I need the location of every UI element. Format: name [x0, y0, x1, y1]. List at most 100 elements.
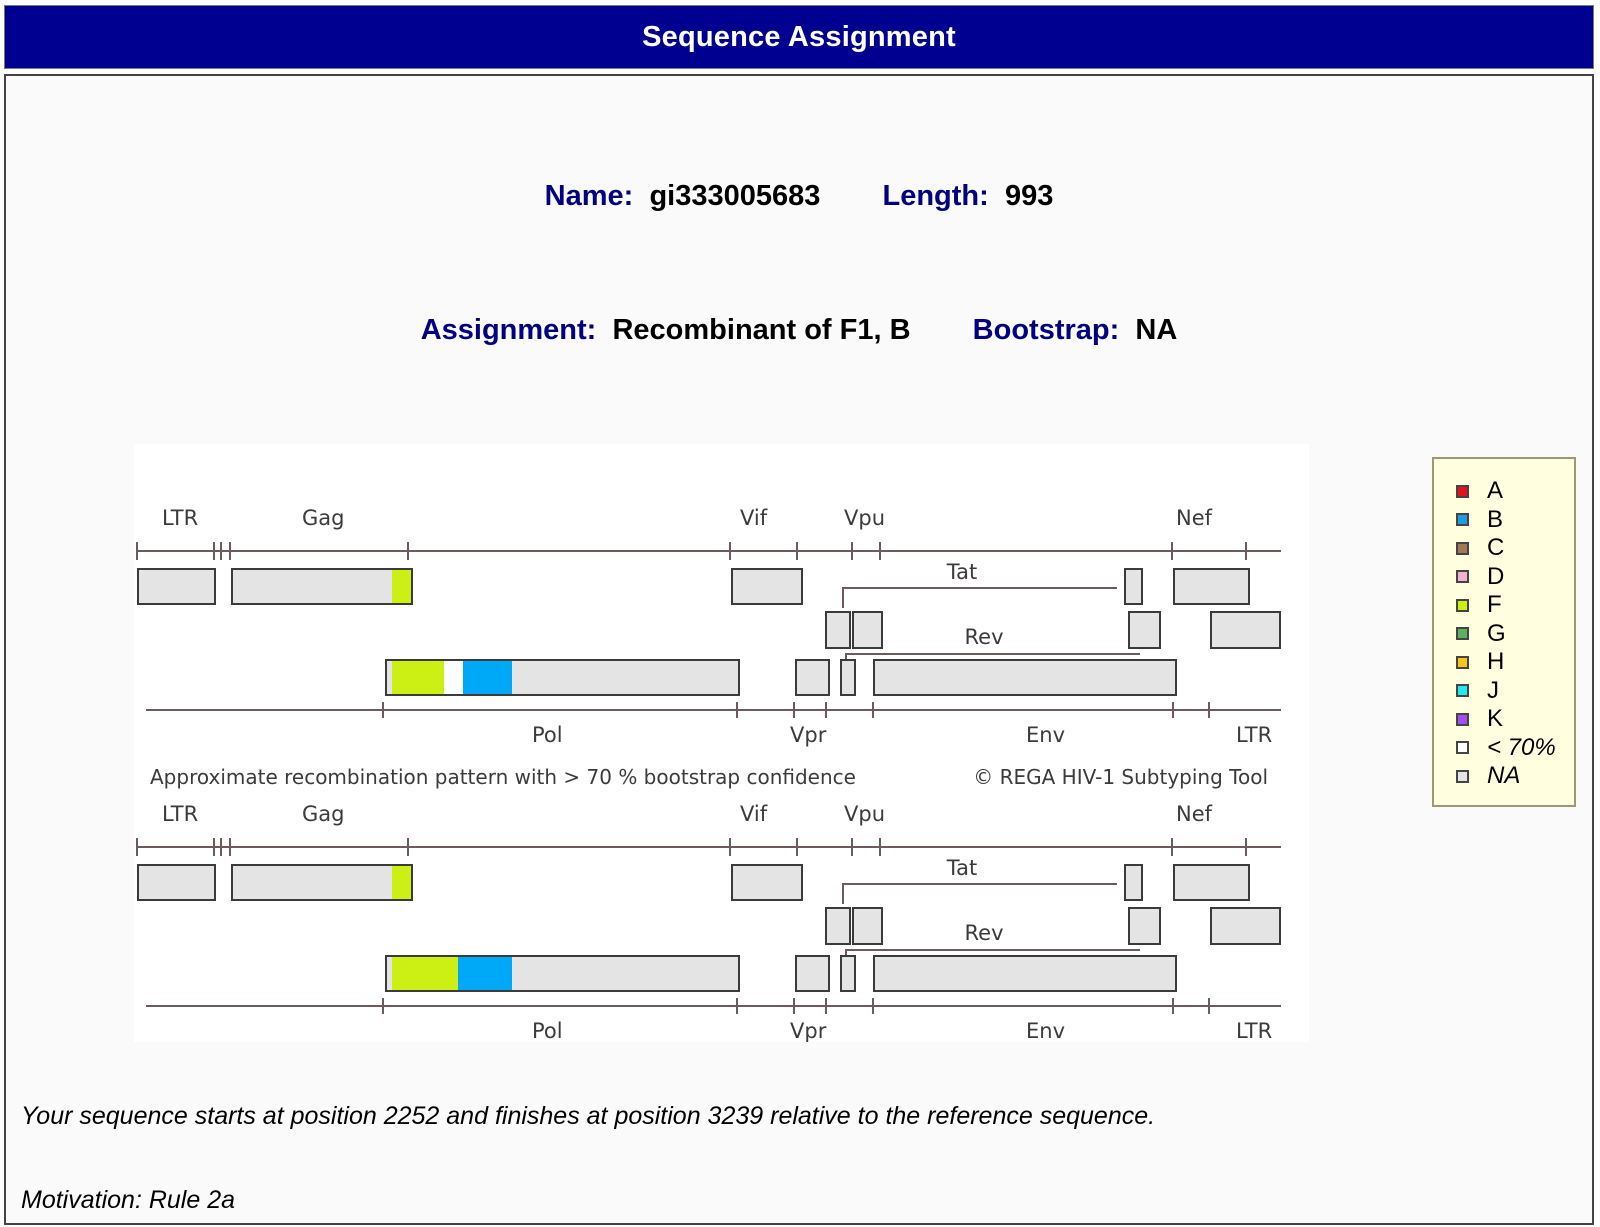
gene-box-gag [232, 865, 412, 900]
legend-label: NA [1487, 762, 1521, 789]
gene-box-nef-3p [1211, 908, 1280, 944]
legend-item: < 70% [1456, 734, 1556, 762]
gene-box-env [874, 956, 1176, 991]
legend-item: J [1456, 677, 1499, 705]
gene-box-vpr-outline [795, 659, 830, 696]
page-title: Sequence Assignment [642, 20, 956, 53]
gene-box-nef-outline [1173, 864, 1250, 901]
tat-label: Tat [946, 560, 977, 584]
gene-box-rev-exon1-outline [840, 659, 856, 696]
legend-label: K [1487, 705, 1504, 732]
gene-box-tat-exon1 [826, 612, 850, 648]
gene-box-vpr [796, 956, 829, 991]
gene-box-tat-exon2 [1125, 569, 1142, 604]
gene-box-nef-3p [1211, 612, 1280, 648]
gene-label-top: Vpu [844, 802, 885, 826]
gene-box-env-outline [873, 659, 1177, 696]
gene-box-vpu [853, 612, 882, 648]
bootstrap-value: NA [1135, 314, 1178, 346]
legend-item: D [1456, 563, 1504, 591]
gene-label-bottom: Vpr [790, 1019, 827, 1042]
gene-box-ltr5-outline [137, 568, 216, 605]
legend-label: B [1487, 505, 1504, 533]
gene-box-nef-3p-outline [1210, 611, 1281, 649]
legend-swatch [1456, 513, 1469, 526]
assignment-value: Recombinant of F1, B [612, 314, 911, 346]
gene-box-pol-outline [385, 659, 740, 696]
gene-label-bottom: Env [1026, 1019, 1065, 1042]
gene-box-vpu-outline [852, 611, 883, 649]
legend-label: D [1487, 562, 1505, 590]
gene-label-top: Nef [1176, 802, 1213, 826]
gene-box-rev-exon2-outline [1128, 611, 1161, 649]
gene-box-gag [232, 569, 412, 604]
legend-swatch [1456, 570, 1469, 583]
gene-box-rev-exon1 [841, 956, 855, 991]
gene-label-bottom: Vpr [790, 723, 827, 747]
gene-box-rev-exon2-outline [1128, 907, 1161, 945]
tat-label: Tat [946, 856, 977, 880]
motivation-note: Motivation: Rule 2a [21, 1186, 236, 1214]
gene-box-rev-exon2 [1129, 908, 1160, 944]
legend-swatch [1456, 598, 1469, 612]
legend-label: G [1487, 619, 1506, 647]
gene-label-top: Gag [302, 802, 344, 826]
legend-swatch [1456, 769, 1469, 783]
legend-swatch [1456, 712, 1469, 726]
gene-label-top: Gag [302, 506, 344, 530]
figure-credit: © REGA HIV-1 Subtyping Tool [973, 765, 1268, 789]
bootstrap-label: Bootstrap: [972, 314, 1120, 346]
gag-segment-subtype-f [392, 865, 412, 900]
legend-swatch [1456, 627, 1469, 640]
legend-item: G [1456, 620, 1506, 648]
gene-box-vif [732, 865, 802, 900]
gene-box-rev-exon1 [841, 660, 855, 695]
gene-label-bottom: Env [1026, 723, 1065, 747]
gene-box-ltr5 [138, 865, 215, 900]
legend-item: F [1456, 591, 1502, 619]
gene-box-tat-exon2 [1125, 865, 1142, 900]
gene-box-vpr-outline [795, 955, 830, 992]
gene-box-vif-outline [731, 568, 803, 605]
gene-box-nef-outline [1173, 568, 1250, 605]
main-panel: Name: gi333005683 Length: 993 Assignment… [4, 74, 1594, 1225]
rev-label: Rev [965, 921, 1004, 945]
gene-label-top: Vpu [844, 506, 885, 530]
figure-caption: Approximate recombination pattern with >… [150, 765, 856, 789]
gene-box-rev-exon1-outline [840, 955, 856, 992]
rev-label: Rev [965, 625, 1004, 649]
gene-box-nef-3p-outline [1210, 907, 1281, 945]
legend-item: K [1456, 705, 1503, 733]
gene-box-ltr5-outline [137, 864, 216, 901]
name-label: Name: [544, 180, 634, 212]
gene-label-bottom: Pol [532, 1019, 563, 1042]
gene-box-vpu-outline [852, 907, 883, 945]
legend-item: A [1456, 477, 1503, 505]
gene-box-tat-exon1 [826, 908, 850, 944]
gene-box-tat-exon2-outline [1124, 568, 1143, 605]
gene-box-vpu [853, 908, 882, 944]
gene-label-top: LTR [162, 802, 198, 826]
pol-segment-low-confidence [444, 660, 463, 695]
gene-box-tat-exon2-outline [1124, 864, 1143, 901]
gene-box-vpr [796, 660, 829, 695]
gene-box-rev-exon2 [1129, 612, 1160, 648]
gene-box-nef [1174, 865, 1249, 900]
pol-segment-subtype-f [392, 660, 444, 695]
gene-label-bottom: LTR [1236, 1019, 1272, 1042]
legend-item: C [1456, 534, 1504, 562]
gene-label-top: Vif [740, 506, 768, 530]
legend-swatch [1456, 484, 1469, 498]
legend-swatch [1456, 741, 1469, 754]
gene-label-bottom: Pol [532, 723, 563, 747]
legend-label: A [1487, 477, 1504, 504]
gene-label-top: Vif [740, 802, 768, 826]
gene-box-ltr5 [138, 569, 215, 604]
gene-box-env-outline [873, 955, 1177, 992]
gene-box-env [874, 660, 1176, 695]
gene-box-gag-outline [231, 568, 413, 605]
header-bar: Sequence Assignment [4, 5, 1594, 69]
gene-label-bottom: LTR [1236, 723, 1272, 747]
